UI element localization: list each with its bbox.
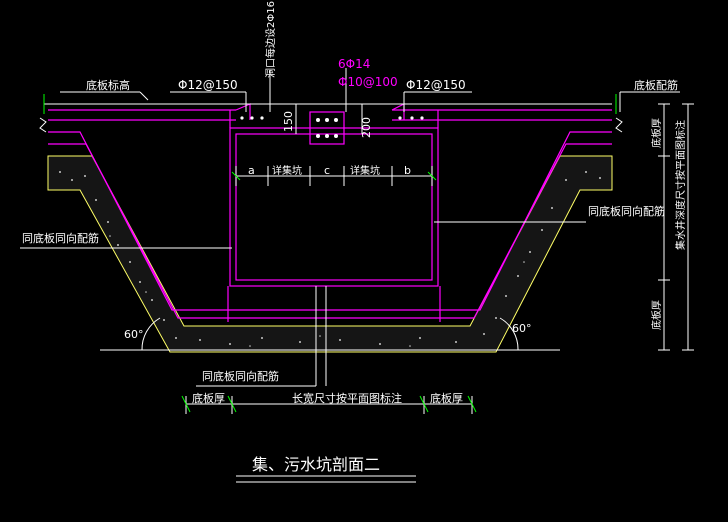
dim-b: b: [404, 164, 411, 177]
pit-outline: [47, 155, 613, 353]
bottom-dim-right: 底板厚: [430, 391, 463, 405]
label-column-stirrup: Φ10@100: [338, 75, 398, 89]
pit-concrete: [47, 155, 613, 353]
dim-a: a: [248, 164, 255, 177]
dim-c: c: [324, 164, 330, 177]
label-pit-depth-note: 集水井深度尺寸按平面图标注: [674, 120, 687, 250]
drawing-title: 集、污水坑剖面二: [252, 455, 380, 474]
label-bottom-slab-elev: 底板标高: [86, 78, 130, 92]
label-same-as-slab-bottom: 同底板同向配筋: [202, 369, 279, 383]
label-bottom-slab-rebar: 底板配筋: [634, 78, 678, 92]
bottom-dim-mid: 长宽尺寸按平面图标注: [292, 391, 402, 405]
label-column-main: 6Φ14: [338, 57, 370, 71]
bottom-dim-left: 底板厚: [192, 391, 225, 405]
label-opening-rebar: 洞口每边设2Φ16: [264, 1, 277, 78]
dimension-ticks: [43, 94, 617, 413]
dim-pit1: 详集坑: [272, 164, 302, 177]
label-rebar-right: Φ12@150: [406, 78, 466, 92]
dim-pit2: 详集坑: [350, 164, 380, 177]
leader-lines: [20, 68, 694, 483]
label-same-as-slab-left: 同底板同向配筋: [22, 231, 99, 245]
labels: 底板标高 Φ12@150 Φ12@150 洞口每边设2Φ16 6Φ14 Φ10@…: [22, 1, 687, 474]
label-slab-thickness-right: 底板厚: [650, 118, 663, 148]
dim-150: 150: [282, 111, 295, 132]
label-angle-left: 60°: [124, 328, 144, 341]
label-same-as-slab-right: 同底板同向配筋: [588, 204, 665, 218]
label-angle-right: 60°: [512, 322, 532, 335]
dim-200: 200: [360, 117, 373, 138]
label-slab-thickness-right-lower: 底板厚: [650, 300, 663, 330]
concrete-hatch: [59, 171, 601, 347]
column-rebar-dots: [240, 116, 424, 138]
label-rebar-left: Φ12@150: [178, 78, 238, 92]
